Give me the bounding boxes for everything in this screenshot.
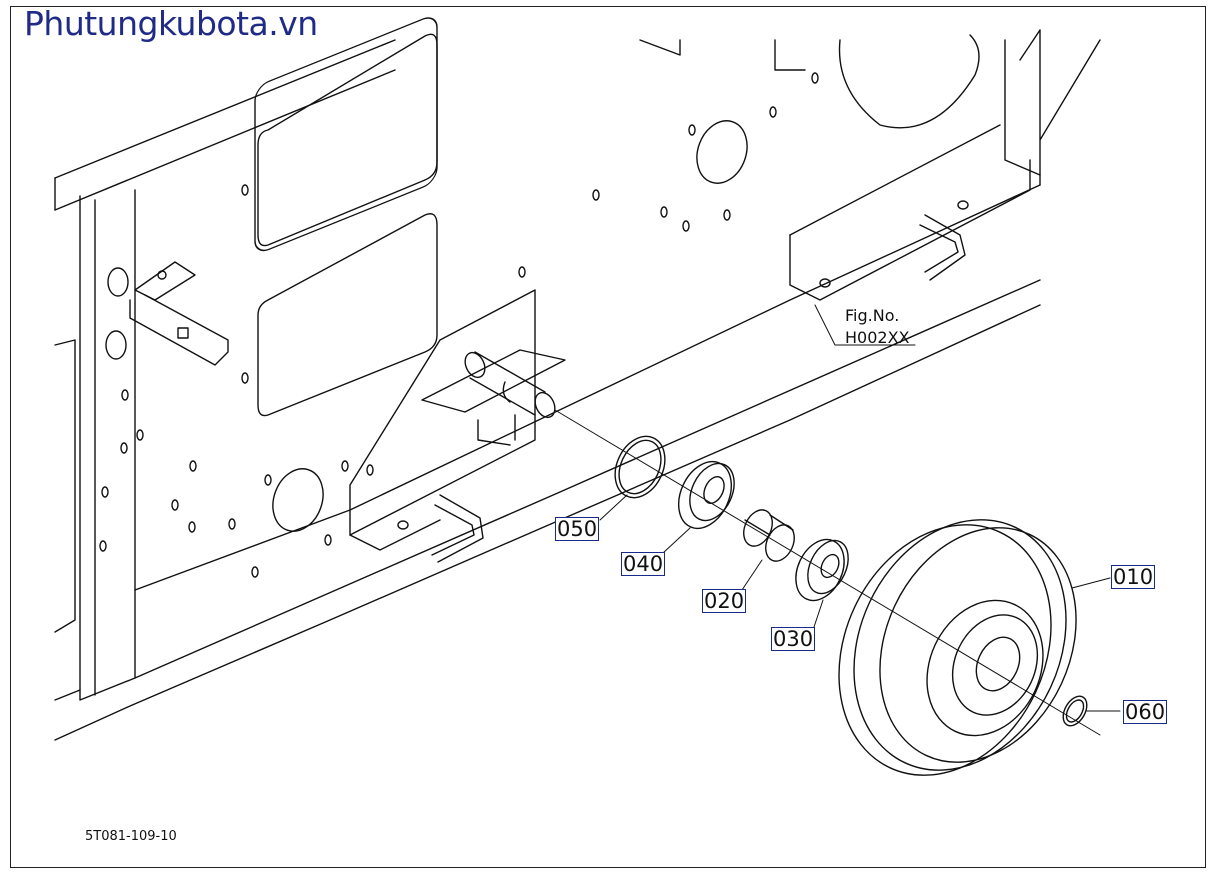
part-label-050[interactable]: 050 [555,517,600,541]
part-label-040[interactable]: 040 [621,552,666,576]
ball-bearing-040 [677,460,735,530]
site-watermark: Phutungkubota.vn [24,4,318,43]
collar-020 [743,509,795,562]
figure-reference-label: Fig.No. [845,306,900,325]
figure-reference-code[interactable]: H002XX [845,328,910,347]
shaft-stud [421,349,566,446]
part-label-020[interactable]: 020 [702,589,747,613]
internal-snap-ring [614,435,666,499]
part-label-060[interactable]: 060 [1123,700,1168,724]
linkage-bracket [129,214,966,563]
drawing-frame [10,6,1206,868]
chassis-frame [54,17,1101,741]
drawing-code: 5T081-109-10 [85,829,177,844]
part-label-010[interactable]: 010 [1111,565,1156,589]
ball-bearing-030 [795,538,849,602]
external-snap-ring [1062,695,1088,727]
part-label-030[interactable]: 030 [771,627,816,651]
mounting-holes [99,72,969,578]
leader-lines [599,304,1121,712]
pulley-010 [838,519,1077,776]
